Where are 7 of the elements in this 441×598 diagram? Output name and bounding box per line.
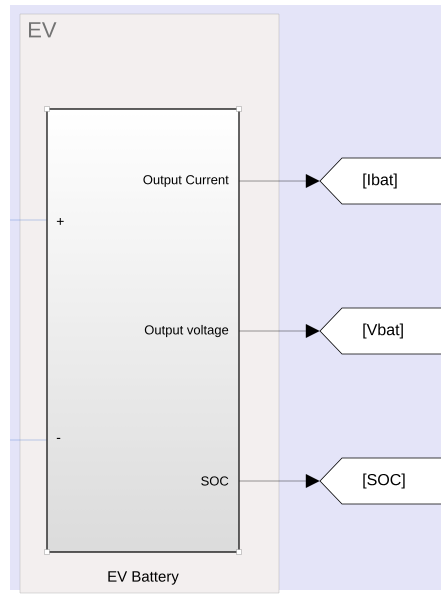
signal-line [239, 324, 320, 338]
signal-line [239, 474, 320, 488]
block-label: EV Battery [108, 571, 179, 585]
signal-line [239, 174, 320, 188]
goto-tag: [Ibat] [319, 158, 441, 204]
goto-tag: [SOC] [319, 458, 441, 504]
goto-tag: [Vbat] [319, 308, 441, 354]
